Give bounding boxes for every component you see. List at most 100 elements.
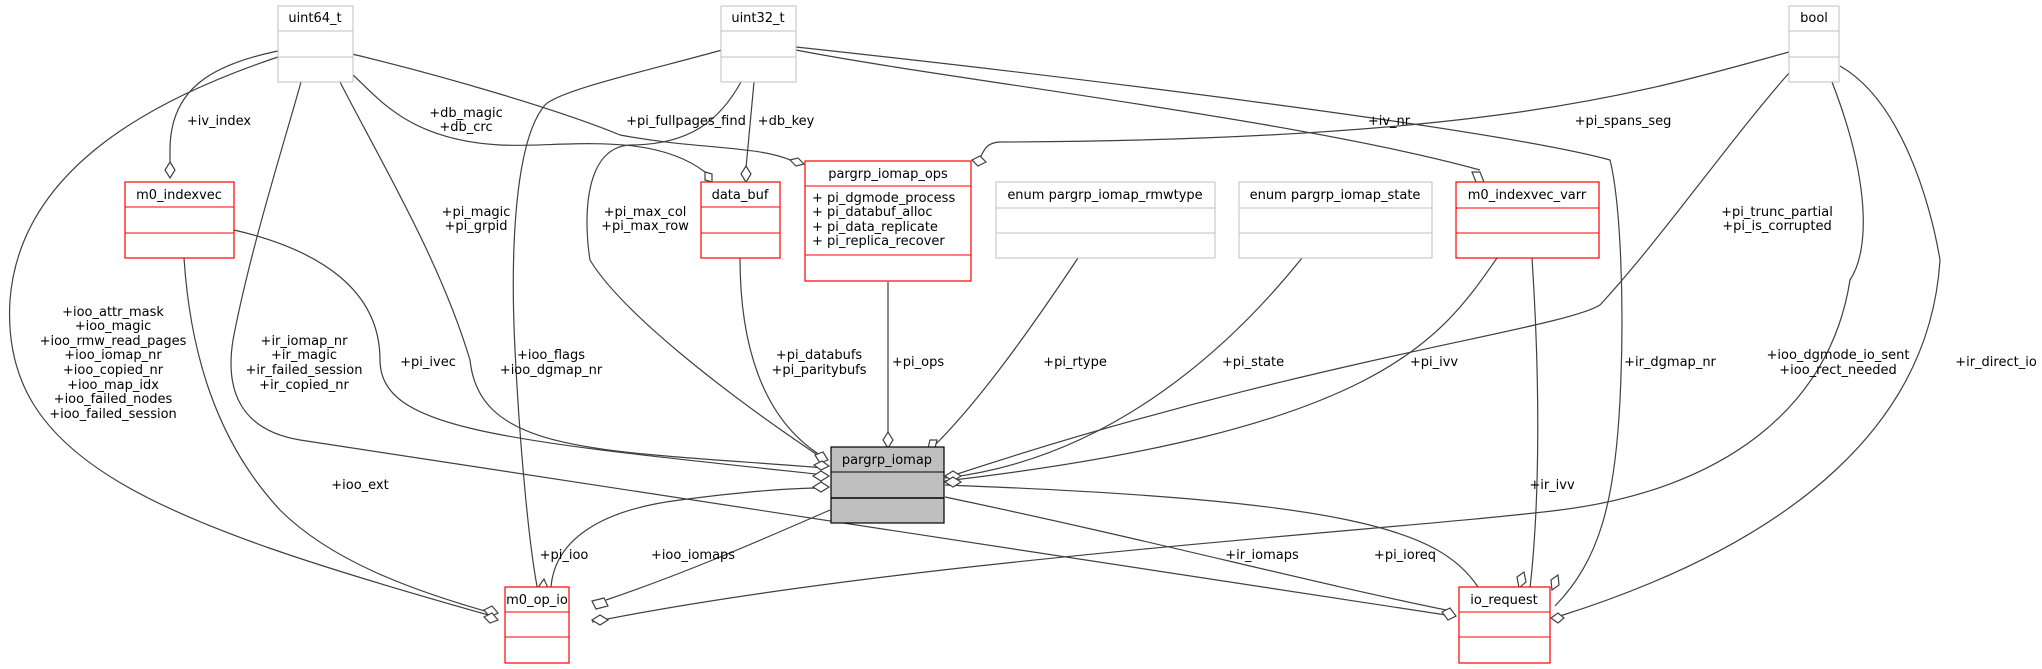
node-m0-indexvec-varr[interactable]: m0_indexvec_varr	[1455, 181, 1600, 259]
label-ir-iomap-nr: +ir_iomap_nr	[261, 334, 349, 349]
edge-pi-ioo	[550, 487, 826, 588]
label-ioo-ext: +ioo_ext	[331, 478, 388, 493]
label-ioo-rect-needed: +ioo_rect_needed	[1779, 363, 1896, 378]
label-pi-max-row: +pi_max_row	[601, 219, 689, 234]
diamond-m0-op-io-left-2	[482, 612, 500, 624]
edge-db-magic	[351, 73, 706, 173]
node-uint32-t[interactable]: uint32_t	[720, 5, 797, 83]
edge-pi-trunc	[944, 72, 1790, 479]
nodes: uint64_t uint32_t bool m0_indexvec	[124, 5, 1840, 664]
label-pi-max-col: +pi_max_col	[604, 205, 687, 220]
node-title: enum pargrp_iomap_state	[1250, 188, 1421, 203]
node-bool[interactable]: bool	[1788, 5, 1840, 83]
diamond-varr	[1471, 171, 1485, 183]
node-title: m0_indexvec_varr	[1468, 188, 1587, 203]
diamond-pi-ops	[882, 430, 894, 450]
edge-labels: +iv_index +db_magic +db_crc +pi_magic +p…	[40, 106, 2037, 563]
label-pi-ioreq: +pi_ioreq	[1374, 548, 1436, 563]
label-pi-ivec: +pi_ivec	[400, 355, 456, 370]
diamond-io-request-top-1	[1516, 570, 1527, 590]
diamond-io-request-top-2	[1550, 573, 1560, 592]
label-db-key: +db_key	[758, 114, 815, 129]
edge-pi-rtype	[934, 257, 1079, 446]
label-ioo-magic: +ioo_magic	[75, 319, 152, 334]
edge-ir-iomaps	[944, 496, 1447, 611]
node-pargrp-iomap-ops[interactable]: pargrp_iomap_ops + pi_dgmode_process + p…	[804, 160, 972, 282]
node-title: uint64_t	[288, 11, 341, 26]
member-pi-dgmode-process: + pi_dgmode_process	[812, 191, 955, 206]
diamond-io-request-right	[1549, 612, 1565, 624]
label-ir-iomaps: +ir_iomaps	[1225, 548, 1299, 563]
node-pargrp-iomap[interactable]: pargrp_iomap	[830, 446, 945, 524]
diamond-data-buf-b	[740, 164, 752, 184]
edges	[8, 46, 1941, 623]
label-pi-magic: +pi_magic	[442, 205, 511, 220]
edge-ir-ivv	[1529, 257, 1539, 589]
node-title: enum pargrp_iomap_rmwtype	[1007, 188, 1202, 203]
label-ioo-copied-nr: +ioo_copied_nr	[63, 363, 164, 378]
diamond-io-request-left	[1441, 607, 1457, 621]
edge-iv-index	[169, 50, 279, 168]
edge-ir-dgmap-nr	[795, 46, 1623, 607]
label-group-ioo-attrs: +ioo_attr_mask +ioo_magic +ioo_rmw_read_…	[40, 305, 187, 422]
label-ioo-dgmode-io-sent: +ioo_dgmode_io_sent	[1767, 348, 1910, 363]
label-ir-magic: +ir_magic	[271, 348, 337, 363]
edge-pi-databufs	[739, 257, 826, 459]
label-db-crc: +db_crc	[439, 120, 492, 135]
node-uint64-t[interactable]: uint64_t	[277, 5, 354, 83]
node-enum-rmwtype[interactable]: enum pargrp_iomap_rmwtype	[995, 181, 1216, 259]
label-pi-state: +pi_state	[1222, 355, 1284, 370]
label-ioo-iomaps: +ioo_iomaps	[651, 548, 735, 563]
edge-pi-ivv	[944, 257, 1498, 482]
label-ir-ivv: +ir_ivv	[1529, 478, 1575, 493]
node-title: io_request	[1470, 593, 1537, 608]
edge-pi-fullpages-find-a	[351, 53, 796, 163]
diamond-m0-op-io-right-2	[590, 614, 610, 626]
label-ioo-iomap-nr: +ioo_iomap_nr	[64, 348, 162, 363]
label-db-magic: +db_magic	[429, 106, 503, 121]
edge-pi-ioreq	[944, 484, 1479, 588]
edge-ioo-dgmode	[591, 81, 1864, 623]
diamond-ops-right	[970, 155, 988, 167]
diamond-focus-left-1	[814, 451, 829, 464]
diamond-data-buf-a	[704, 171, 713, 183]
edge-ioo-ext	[183, 257, 493, 614]
label-ioo-flags: +ioo_flags	[517, 348, 585, 363]
label-ioo-attr-mask: +ioo_attr_mask	[62, 305, 164, 320]
edge-pi-magic	[339, 81, 826, 469]
node-data-buf[interactable]: data_buf	[700, 181, 781, 259]
label-pi-is-corrupted: +pi_is_corrupted	[1722, 219, 1832, 234]
edge-db-key	[745, 81, 755, 169]
node-m0-indexvec[interactable]: m0_indexvec	[124, 181, 235, 259]
node-title: uint32_t	[731, 11, 784, 26]
label-pi-databufs: +pi_databufs	[776, 348, 863, 363]
edge-pi-ivec	[233, 229, 826, 476]
aggregation-markers	[164, 155, 1565, 626]
edge-pi-fullpages-find	[974, 51, 1790, 163]
label-pi-rtype: +pi_rtype	[1043, 355, 1107, 370]
member-pi-data-replicate: + pi_data_replicate	[812, 220, 938, 235]
label-pi-ops: +pi_ops	[892, 355, 944, 370]
label-ir-dgmap-nr: +ir_dgmap_nr	[1624, 355, 1716, 370]
label-iv-index: +iv_index	[187, 114, 252, 129]
node-title: pargrp_iomap	[842, 453, 932, 468]
node-io-request[interactable]: io_request	[1458, 586, 1551, 664]
node-title: m0_op_io	[506, 593, 568, 608]
node-enum-state[interactable]: enum pargrp_iomap_state	[1238, 181, 1433, 259]
label-group-ir-attrs: +ir_iomap_nr +ir_magic +ir_failed_sessio…	[246, 334, 363, 393]
label-ioo-failed-session: +ioo_failed_session	[49, 407, 177, 422]
label-pi-ivv: +pi_ivv	[1410, 355, 1459, 370]
label-ioo-failed-nodes: +ioo_failed_nodes	[54, 392, 173, 407]
node-title: m0_indexvec	[136, 188, 222, 203]
label-ioo-rmw-read-pages: +ioo_rmw_read_pages	[40, 334, 187, 349]
edge-ioo-flags	[512, 49, 723, 601]
diamond-ops-left	[788, 157, 806, 167]
member-pi-databuf-alloc: + pi_databuf_alloc	[812, 205, 933, 220]
label-ir-direct-io: +ir_direct_io	[1955, 355, 2037, 370]
diamond-m0-indexvec	[164, 160, 176, 180]
diamond-focus-left-2	[812, 460, 831, 471]
diamond-focus-left-4	[811, 481, 831, 493]
node-title: pargrp_iomap_ops	[828, 167, 948, 182]
node-m0-op-io[interactable]: m0_op_io	[504, 586, 570, 664]
